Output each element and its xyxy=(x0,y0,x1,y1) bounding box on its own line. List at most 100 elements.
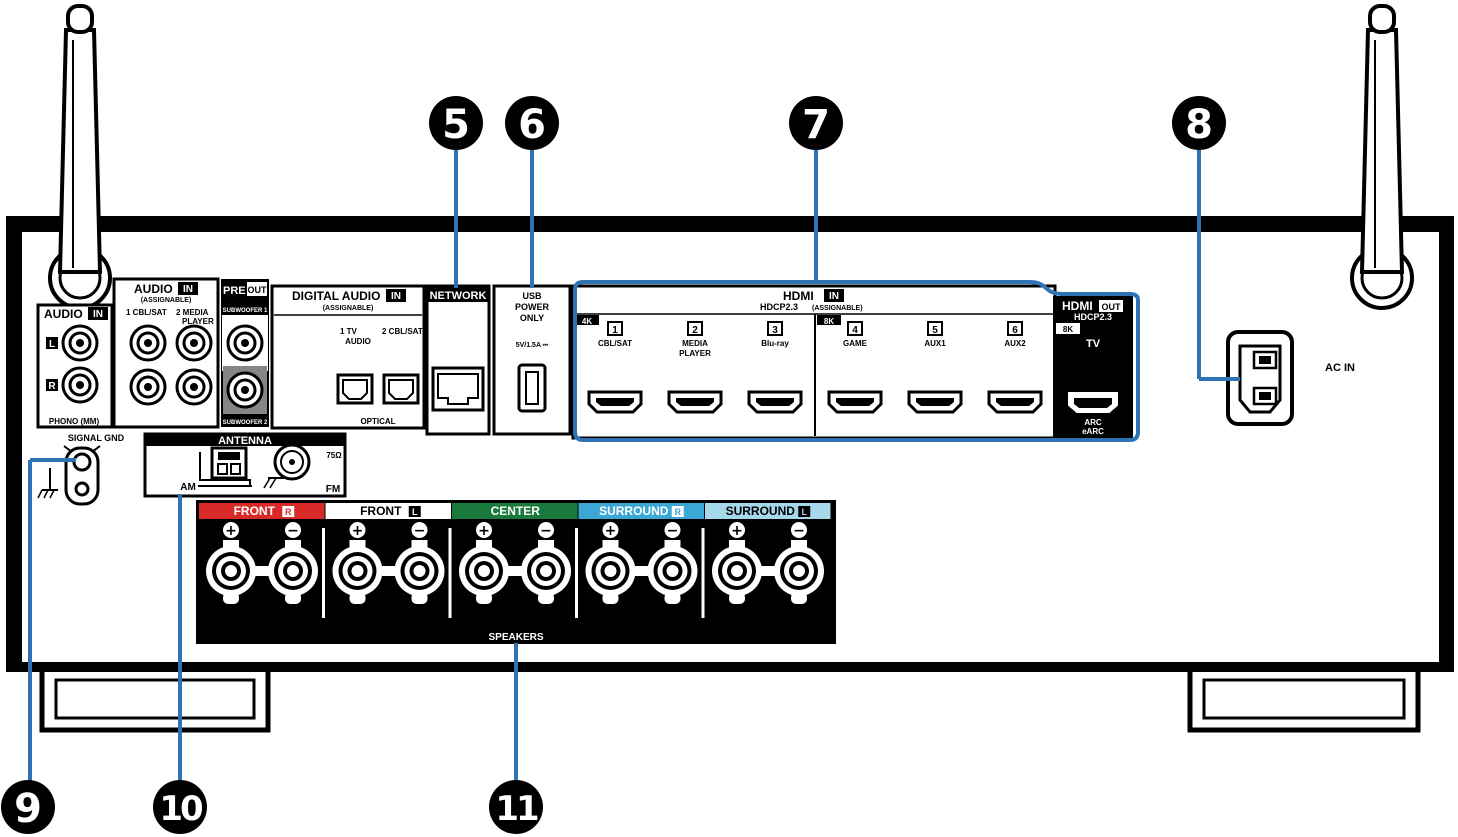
ac-in-label: AC IN xyxy=(1325,362,1355,374)
hdmi-in-2-label2: PLAYER xyxy=(679,349,711,358)
phono-title: AUDIO xyxy=(44,307,83,321)
phono-in-tag: IN xyxy=(93,309,103,320)
phono-left-tag: L xyxy=(49,339,55,350)
phono-l-rca-jack[interactable] xyxy=(61,324,99,362)
speaker-negative-sign: − xyxy=(287,523,299,539)
audio-in-tag: IN xyxy=(183,284,193,295)
hdmi-in-5-number: 5 xyxy=(932,325,938,336)
speaker-negative-sign: − xyxy=(793,523,805,539)
speaker-channel-2-positive-terminal[interactable]: + xyxy=(332,522,383,604)
hdmi-in-3-port[interactable] xyxy=(747,390,803,414)
hdmi-in-1-label: CBL/SAT xyxy=(598,339,632,348)
svg-text:9: 9 xyxy=(14,786,42,832)
hdmi-in-2-number: 2 xyxy=(692,325,698,336)
speaker-channel-2-negative-terminal[interactable]: − xyxy=(394,522,445,604)
audio-in-1-l-jack[interactable] xyxy=(129,324,167,362)
ac-inlet[interactable] xyxy=(1226,330,1294,426)
optical-in-1-port[interactable] xyxy=(336,373,374,405)
callout-lines xyxy=(28,150,1240,785)
audio-in-2-r-jack[interactable] xyxy=(175,368,213,406)
network-lan-port[interactable] xyxy=(431,366,485,412)
usb-port[interactable] xyxy=(517,363,547,413)
speaker-channel-5-positive-terminal[interactable]: + xyxy=(712,522,762,604)
fm-antenna-jack[interactable] xyxy=(273,443,311,481)
hdmi-out-hdcp: HDCP2.3 xyxy=(1074,312,1112,322)
hdmi-in-5-label: AUX1 xyxy=(924,339,946,348)
pre-out-title: PRE xyxy=(223,285,246,297)
speaker-channel-1-negative-terminal[interactable]: − xyxy=(268,522,318,604)
network-label: NETWORK xyxy=(430,290,487,302)
subwoofer2-jack[interactable] xyxy=(226,371,264,409)
hdmi-out-title: HDMI xyxy=(1062,299,1093,313)
audio-in-2-l-jack[interactable] xyxy=(175,324,213,362)
speaker-channel-4-tag: R xyxy=(675,507,682,517)
speaker-channel-3-negative-terminal[interactable]: − xyxy=(521,522,571,604)
hdmi-in-1-number: 1 xyxy=(612,325,618,336)
speaker-negative-sign: − xyxy=(540,523,552,539)
network-panel: NETWORK xyxy=(425,284,491,436)
audio-in-1-r-jack[interactable] xyxy=(129,368,167,406)
wireless-antenna-right[interactable] xyxy=(1350,4,1414,310)
optical-in-2-port[interactable] xyxy=(382,373,420,405)
speaker-channel-2-tag: L xyxy=(412,507,418,517)
optical-2-label: 2 CBL/SAT xyxy=(382,327,423,336)
am-antenna-terminal[interactable] xyxy=(210,446,248,480)
signal-gnd-terminal[interactable] xyxy=(63,445,101,506)
hdmi-in-2-port[interactable] xyxy=(667,390,723,414)
speakers-label: SPEAKERS xyxy=(488,632,543,643)
callout-7: 7 xyxy=(789,96,843,150)
speaker-channel-1-positive-terminal[interactable]: + xyxy=(206,522,256,604)
antenna-ohm-label: 75Ω xyxy=(326,451,342,460)
wireless-antenna-left[interactable] xyxy=(48,4,112,310)
optical-1-sub: AUDIO xyxy=(345,337,371,346)
subwoofer1-jack[interactable] xyxy=(226,324,264,362)
usb-label-3: ONLY xyxy=(520,313,544,323)
ground-symbol-icon xyxy=(37,468,58,499)
phono-audio-in-panel: AUDIO IN L R PHONO (MM) xyxy=(36,303,114,429)
speaker-positive-sign: + xyxy=(352,523,364,539)
usb-rating: 5V/1.5A ⎓ xyxy=(516,342,549,349)
hdmi-out-8k-badge: 8K xyxy=(1063,325,1073,334)
speaker-channel-5-negative-terminal[interactable]: − xyxy=(774,522,824,604)
phono-right-tag: R xyxy=(48,381,56,392)
usb-label-1: USB xyxy=(522,291,542,301)
callout-5: 5 xyxy=(429,96,483,150)
digital-audio-title: DIGITAL AUDIO xyxy=(292,289,380,303)
hdmi-out-earc: eARC xyxy=(1082,427,1104,436)
hdmi-in-assignable: (ASSIGNABLE) xyxy=(812,305,863,312)
speaker-channel-4-label: SURROUND xyxy=(599,504,669,518)
callout-11: 11 xyxy=(489,780,543,834)
svg-text:5: 5 xyxy=(442,102,470,148)
callout-10: 10 xyxy=(153,780,207,834)
audio-in-input2a: 2 MEDIA xyxy=(176,308,209,317)
hdmi-in-5-port[interactable] xyxy=(907,390,963,414)
phono-r-rca-jack[interactable] xyxy=(61,366,99,404)
hdmi-in-6-number: 6 xyxy=(1012,325,1018,336)
antenna-title: ANTENNA xyxy=(218,435,272,447)
subwoofer1-label: SUBWOOFER 1 xyxy=(223,308,268,314)
audio-in-input2b: PLAYER xyxy=(182,317,214,326)
speaker-channel-4-negative-terminal[interactable]: − xyxy=(647,522,698,604)
antenna-fm-label: FM xyxy=(326,484,340,495)
speaker-channel-4-positive-terminal[interactable]: + xyxy=(585,522,636,604)
hdmi-in-3-label: Blu-ray xyxy=(761,339,789,348)
hdmi-out-tv-port[interactable] xyxy=(1068,392,1118,413)
speaker-channel-3-positive-terminal[interactable]: + xyxy=(459,522,509,604)
callout-8: 8 xyxy=(1172,96,1226,150)
hdmi-in-4-port[interactable] xyxy=(827,390,883,414)
hdmi-in-6-port[interactable] xyxy=(987,390,1043,414)
audio-in-input1: 1 CBL/SAT xyxy=(126,308,167,317)
hdmi-in-1-port[interactable] xyxy=(587,390,643,414)
speaker-channel-1-tag: R xyxy=(285,507,292,517)
hdmi-in-tag: IN xyxy=(829,291,839,302)
hdmi-out-panel: HDMI OUT HDCP2.3 8K TV ARC eARC xyxy=(1053,296,1133,438)
hdmi-in-hdcp: HDCP2.3 xyxy=(760,302,798,312)
